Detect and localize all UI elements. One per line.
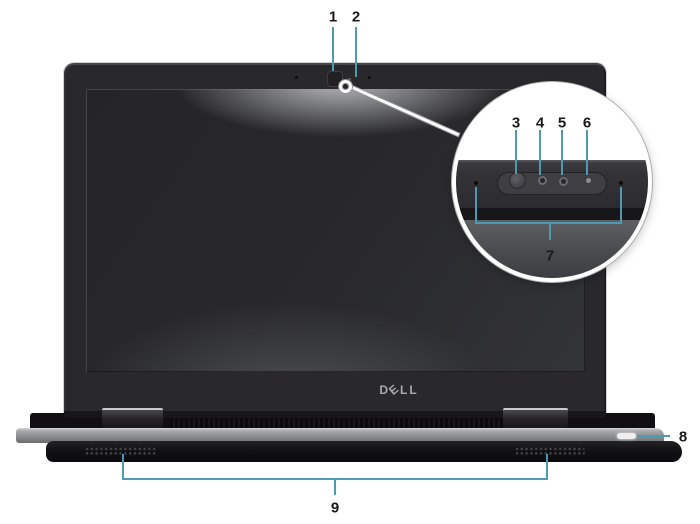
callout-6-line	[586, 130, 588, 175]
callout-7: 7	[545, 247, 555, 265]
lid-bottom-edge	[64, 411, 606, 418]
right-speaker-grille	[515, 447, 585, 456]
camera-lens-icon	[508, 171, 526, 189]
ambient-light-sensor-icon	[558, 176, 568, 186]
right-microphone-icon	[368, 76, 371, 79]
logo-letter-d: D	[379, 383, 390, 397]
logo-letters-ll: LL	[400, 383, 419, 397]
battery-status-light-icon	[617, 433, 636, 439]
callout-3-line	[515, 130, 517, 174]
base-top-edge	[16, 428, 664, 443]
left-microphone-icon	[295, 76, 298, 79]
callout-9-bracket-right	[546, 454, 548, 479]
right-array-microphone-icon	[619, 181, 623, 185]
right-hinge	[503, 408, 568, 429]
callout-2: 2	[351, 8, 361, 26]
callout-1-line	[332, 27, 334, 71]
camera-status-light-icon	[348, 78, 351, 81]
magnified-camera-inset: 3 4 5 6 7	[452, 82, 652, 282]
magnifier-origin-marker	[338, 79, 352, 93]
callout-8-line	[637, 435, 670, 437]
callout-9: 9	[330, 499, 340, 517]
callout-3: 3	[511, 114, 521, 132]
left-hinge	[102, 408, 163, 429]
camera-status-led-icon	[585, 177, 591, 183]
callout-8: 8	[678, 428, 688, 446]
callout-5: 5	[557, 114, 567, 132]
magnified-bezel-shadow	[456, 208, 648, 220]
callout-9-bracket-left	[122, 454, 124, 479]
base-front-face	[46, 441, 682, 462]
callout-4: 4	[535, 114, 545, 132]
left-speaker-grille	[85, 447, 157, 456]
vent-grille	[170, 418, 535, 429]
left-array-microphone-icon	[474, 181, 478, 185]
callout-7-bracket-left	[475, 187, 477, 223]
callout-7-bracket-right	[620, 187, 622, 223]
callout-7-bracket-drop	[549, 222, 551, 241]
dell-logo: DELL	[312, 381, 486, 398]
callout-6: 6	[582, 114, 592, 132]
callout-4-line	[539, 130, 541, 175]
magnified-screen-area	[456, 220, 648, 278]
callout-1: 1	[328, 8, 338, 26]
callout-7-bracket-horizontal	[475, 222, 622, 224]
callout-2-line	[355, 27, 357, 77]
infrared-emitter-icon	[537, 175, 547, 185]
callout-5-line	[561, 130, 563, 175]
callout-9-bracket-drop	[334, 478, 336, 496]
